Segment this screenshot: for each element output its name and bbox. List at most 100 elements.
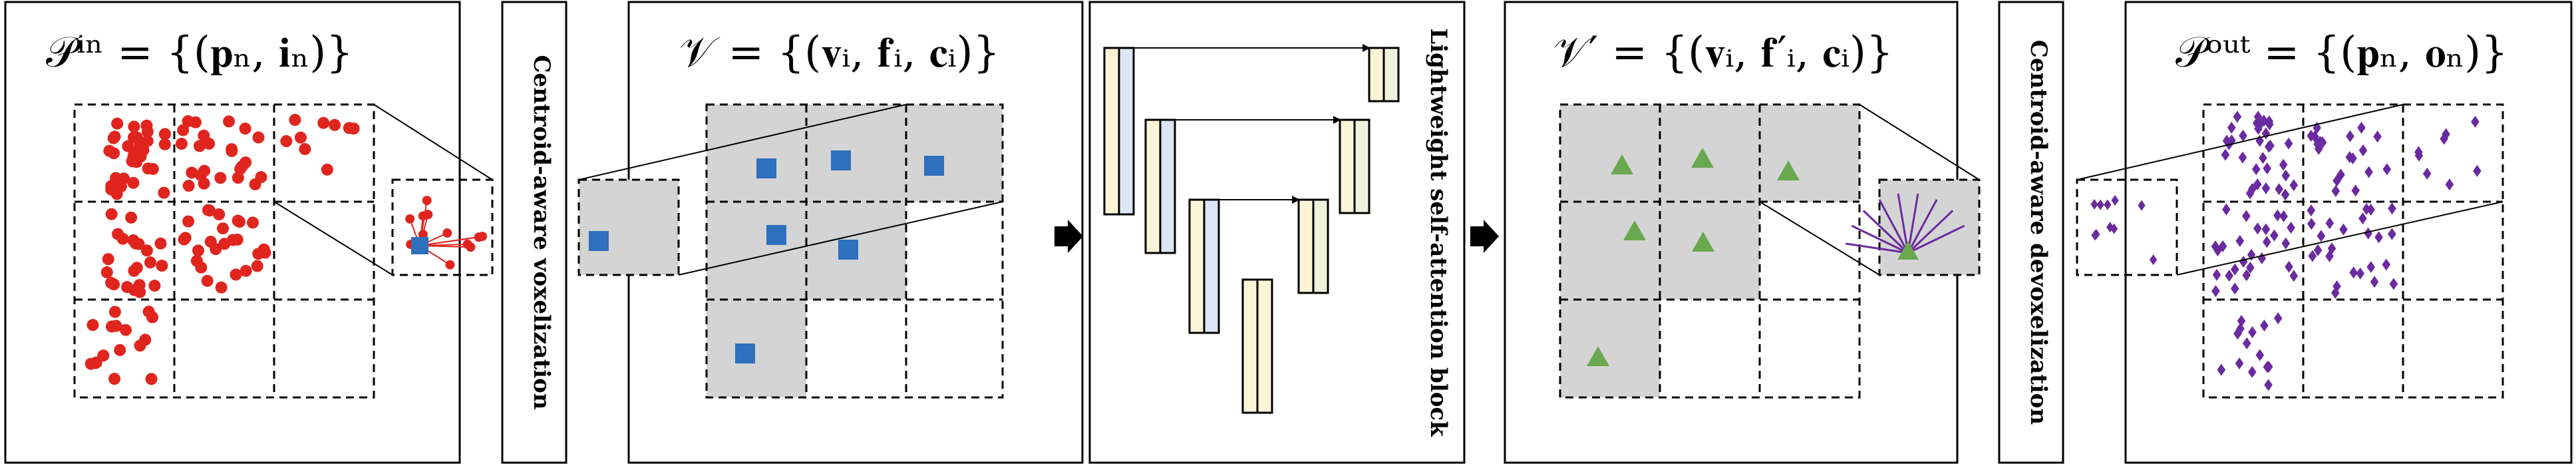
point bbox=[2314, 142, 2323, 155]
feature-block bbox=[1339, 118, 1370, 214]
point bbox=[105, 183, 118, 196]
point bbox=[2281, 188, 2290, 201]
point bbox=[2239, 129, 2247, 142]
point bbox=[2242, 337, 2251, 350]
devoxelization-stage: Centroid-aware devoxelization bbox=[1998, 1, 2064, 464]
point bbox=[2270, 229, 2279, 242]
point bbox=[140, 244, 153, 257]
point bbox=[129, 131, 142, 144]
point bbox=[2388, 202, 2396, 215]
point bbox=[2104, 199, 2112, 210]
point bbox=[175, 137, 188, 150]
point bbox=[466, 242, 476, 252]
point bbox=[2281, 237, 2291, 250]
point bbox=[2263, 162, 2272, 174]
point bbox=[125, 211, 138, 224]
point bbox=[2266, 139, 2275, 152]
point bbox=[2364, 227, 2372, 240]
point bbox=[423, 210, 433, 220]
point bbox=[2138, 200, 2146, 211]
arrow-ray bbox=[1907, 224, 1965, 254]
point bbox=[239, 122, 251, 135]
point bbox=[2349, 266, 2358, 279]
point bbox=[203, 137, 216, 150]
point bbox=[203, 204, 216, 217]
point bbox=[158, 128, 171, 140]
point bbox=[132, 238, 145, 250]
point bbox=[154, 237, 167, 250]
output-points-title: 𝒫ᵒᵘᵗ = {(𝐩ₙ, 𝐨ₙ)} bbox=[2175, 28, 2508, 77]
point bbox=[2245, 187, 2255, 200]
arrow-head bbox=[1292, 196, 1300, 204]
point bbox=[134, 286, 146, 298]
point bbox=[2255, 134, 2264, 147]
voxels-out-panel: 𝒱′ = {(𝐯ᵢ, 𝐟′ᵢ, 𝐜ᵢ)} bbox=[1504, 1, 1981, 464]
point bbox=[86, 319, 99, 332]
arrow-head bbox=[1333, 116, 1341, 124]
point bbox=[2317, 230, 2326, 242]
point bbox=[294, 131, 307, 144]
point bbox=[2110, 223, 2118, 234]
point bbox=[2264, 360, 2273, 373]
point bbox=[321, 163, 333, 176]
voxel-features bbox=[1587, 148, 1800, 366]
point bbox=[2333, 280, 2341, 293]
point bbox=[2091, 230, 2099, 241]
arrow-ray bbox=[1862, 210, 1909, 254]
voxelization-label: Centroid-aware voxelization bbox=[528, 55, 555, 410]
point bbox=[194, 169, 207, 182]
point bbox=[2358, 212, 2367, 225]
point bbox=[280, 135, 293, 148]
point bbox=[2211, 285, 2220, 298]
point bbox=[2289, 179, 2299, 192]
point bbox=[2261, 127, 2271, 140]
point bbox=[2253, 111, 2263, 123]
point bbox=[2212, 268, 2221, 281]
point bbox=[2227, 121, 2236, 134]
point bbox=[100, 266, 113, 279]
point bbox=[215, 281, 228, 294]
point bbox=[2221, 148, 2230, 161]
point bbox=[2150, 254, 2158, 266]
point bbox=[195, 261, 208, 274]
point bbox=[139, 334, 152, 346]
right-arrow-icon bbox=[1470, 220, 1499, 253]
point bbox=[2285, 260, 2293, 273]
point bbox=[114, 180, 127, 192]
input-points-title: 𝒫ⁱⁿ = {(𝐩ₙ, 𝐢ₙ)} bbox=[46, 28, 353, 77]
point bbox=[2333, 174, 2341, 187]
point bbox=[2111, 195, 2119, 206]
point bbox=[2471, 115, 2480, 128]
point bbox=[90, 356, 102, 369]
point bbox=[182, 180, 195, 192]
point bbox=[252, 248, 265, 260]
input-point-cluster bbox=[84, 114, 360, 385]
point bbox=[2327, 242, 2336, 255]
point bbox=[2422, 167, 2432, 180]
point bbox=[178, 233, 190, 246]
point bbox=[141, 125, 154, 138]
point bbox=[2273, 312, 2283, 325]
point bbox=[217, 222, 230, 235]
point bbox=[2230, 263, 2239, 276]
point bbox=[130, 262, 143, 274]
point bbox=[2247, 365, 2257, 378]
point bbox=[192, 244, 205, 257]
point bbox=[158, 186, 170, 199]
point bbox=[177, 124, 190, 136]
arrow-ray bbox=[1851, 224, 1909, 254]
point bbox=[289, 114, 301, 126]
point bbox=[105, 208, 118, 220]
point bbox=[2307, 218, 2316, 230]
point bbox=[2388, 228, 2396, 240]
point bbox=[142, 162, 154, 175]
point bbox=[128, 120, 140, 133]
point bbox=[214, 172, 227, 184]
right-arrow-icon bbox=[1054, 220, 1083, 253]
point bbox=[2211, 240, 2220, 253]
point bbox=[2222, 203, 2231, 216]
point bbox=[2311, 130, 2319, 143]
point bbox=[2261, 223, 2271, 236]
point bbox=[193, 140, 206, 152]
point bbox=[2246, 262, 2255, 274]
